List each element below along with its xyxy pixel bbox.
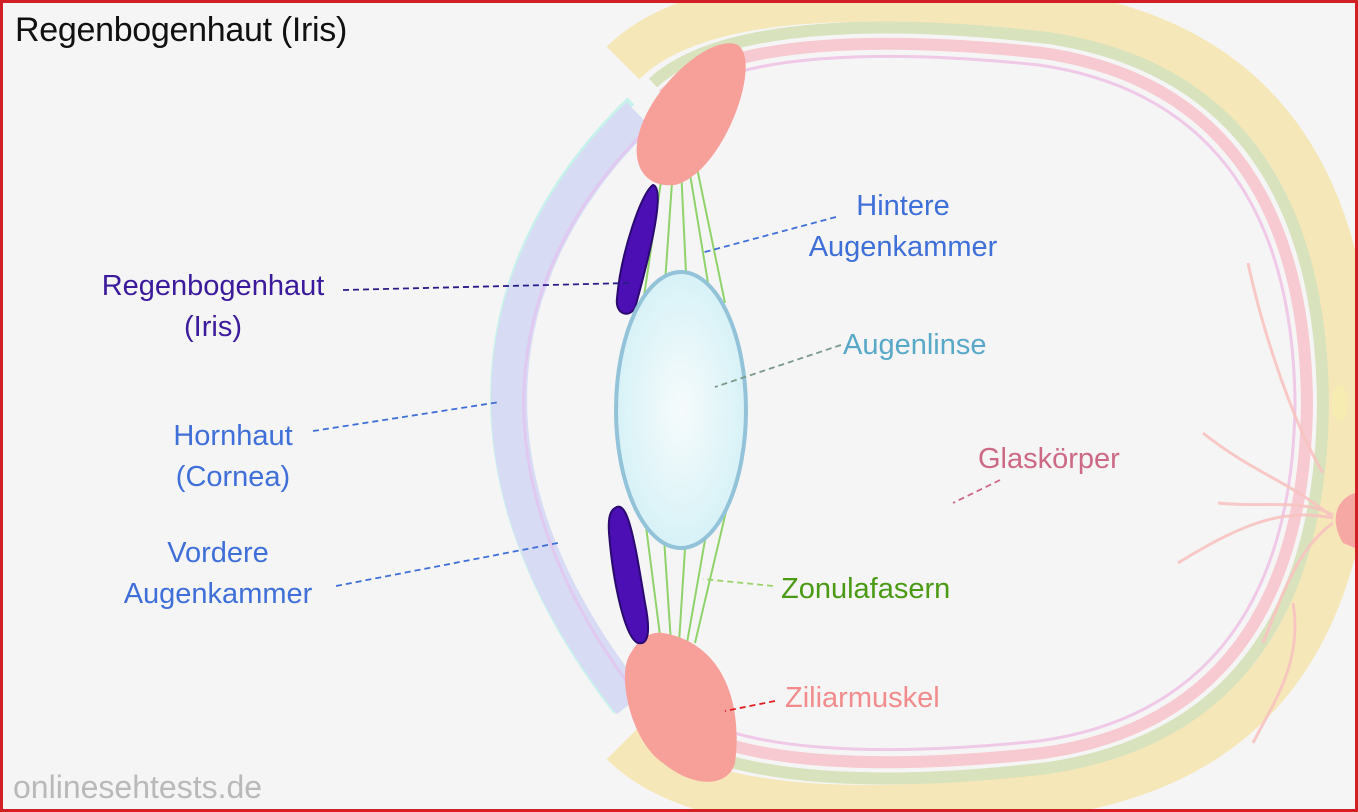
label-iris: Regenbogenhaut (Iris) xyxy=(83,266,343,348)
label-anterior-chamber-line1: Vordere xyxy=(167,537,269,569)
retina-inner xyxy=(669,54,1297,752)
watermark: onlinesehtests.de xyxy=(13,769,263,805)
leader-iris xyxy=(342,282,631,291)
label-iris-line2: (Iris) xyxy=(184,311,242,343)
lens xyxy=(614,270,748,550)
leader-ciliary xyxy=(724,700,776,712)
leader-anterior-chamber xyxy=(335,542,559,587)
iris-top xyxy=(615,183,659,315)
ciliary-muscle-bottom xyxy=(624,632,737,782)
label-ciliary: Ziliarmuskel xyxy=(785,682,940,714)
label-lens: Augenlinse xyxy=(843,329,987,361)
label-posterior-chamber-line2: Augenkammer xyxy=(808,231,998,263)
leader-vitreous xyxy=(952,479,1001,504)
cornea-inner-edge xyxy=(522,131,645,694)
optic-disc xyxy=(1335,493,1355,548)
retina-layer xyxy=(658,37,1314,769)
eye-cross-section xyxy=(312,3,1355,809)
iris-bottom xyxy=(607,505,650,645)
retinal-vessels xyxy=(1177,262,1334,744)
leader-zonula xyxy=(702,578,774,587)
sclera-layer xyxy=(606,3,1355,809)
leader-posterior-chamber xyxy=(700,216,837,254)
label-anterior-chamber: Vordere Augenkammer xyxy=(103,533,333,615)
label-iris-line1: Regenbogenhaut xyxy=(101,270,325,302)
choroid-layer xyxy=(648,21,1330,785)
label-cornea-line1: Hornhaut xyxy=(173,420,293,452)
label-cornea-line2: (Cornea) xyxy=(175,461,291,493)
label-cornea: Hornhaut (Cornea) xyxy=(133,416,333,498)
leader-lens xyxy=(714,344,842,388)
fovea xyxy=(1332,385,1348,421)
leader-lines xyxy=(312,216,1001,712)
label-posterior-chamber: Hintere Augenkammer xyxy=(788,186,1018,268)
label-vitreous: Glaskörper xyxy=(978,443,1120,475)
label-posterior-chamber-line1: Hintere xyxy=(856,190,950,222)
ciliary-muscle-top xyxy=(636,43,746,186)
page-title: Regenbogenhaut (Iris) xyxy=(15,11,348,49)
leader-cornea xyxy=(312,401,501,432)
label-zonula: Zonulafasern xyxy=(781,573,951,605)
label-anterior-chamber-line2: Augenkammer xyxy=(123,578,313,610)
cornea xyxy=(491,102,652,715)
